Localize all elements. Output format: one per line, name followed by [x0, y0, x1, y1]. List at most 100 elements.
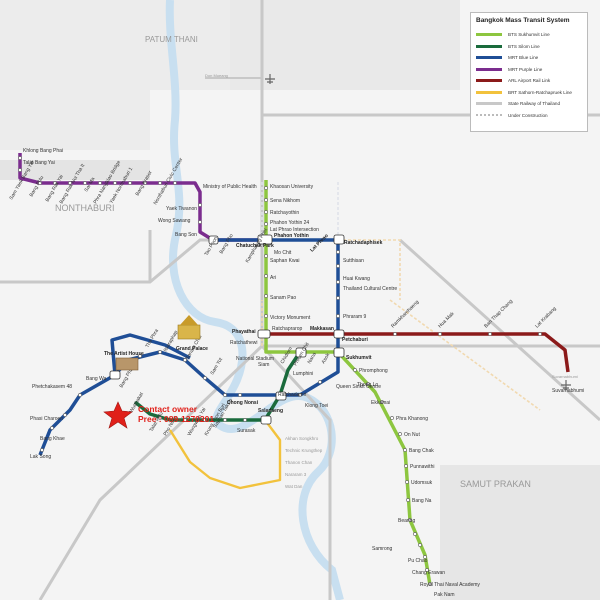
legend-label: MRT Purple Line [508, 66, 543, 72]
legend-label: ARL Airport Rail Link [508, 78, 551, 84]
samut-prakan-area [440, 465, 600, 600]
station-label: Sanam Pao [270, 295, 296, 301]
landmark-label: Grand Palace [176, 346, 208, 352]
legend-swatch [476, 90, 502, 94]
station-label: Bearing [398, 518, 415, 524]
legend-item: BRT Sathorn-Ratchapruek Line [476, 87, 582, 99]
legend-item: BTS Silom Line [476, 41, 582, 53]
landmark-label: The Artist House [104, 351, 144, 357]
station-label: Petchaburi [342, 337, 368, 343]
region-samut-prakan: SAMUT PRAKAN [460, 479, 531, 489]
station-label: Saphan Kwai [270, 258, 299, 264]
legend-label: Under Construction [508, 112, 548, 118]
airport-icon [561, 380, 571, 390]
star-marker [103, 401, 133, 429]
station-label: Technic Krungthep [285, 448, 323, 453]
brt-stations: Akhan Songkhro Technic Krungthep Thanon … [258, 408, 323, 489]
patum-thani-area [230, 0, 460, 90]
legend-swatch [476, 33, 502, 37]
station-label: Surasak [237, 428, 256, 434]
station-label: Lak Song [30, 454, 51, 460]
station-label: Klong Toei [305, 403, 328, 409]
station-label: Pak Nam [434, 592, 455, 598]
station-label: Sathorn [258, 408, 272, 413]
contact-owner-label: Contact owner [138, 404, 198, 414]
chao-phraya-river [165, 0, 344, 600]
station-label: Ratchaprarop [272, 326, 303, 332]
contact-phone-label: Pree : 089-1270201 [138, 414, 214, 424]
station-label: Royal Thai Naval Academy [420, 582, 480, 588]
planned-lines [261, 180, 339, 240]
station-label: Siam [258, 362, 269, 368]
station-label: Sutthisan [343, 258, 364, 264]
legend-label: State Railway of Thailand [508, 101, 561, 107]
legend-swatch [476, 79, 502, 83]
airport-label-suvarnabhumi: Suvarnabhumi [552, 374, 578, 379]
station-label: Pu Chao [408, 558, 428, 564]
station-label: Samrong [372, 546, 393, 552]
station-label: Wat Dan [285, 484, 303, 489]
station-label: Huai Kwang [343, 276, 370, 282]
station-label: Thanon Chan [285, 460, 313, 465]
station-label: Udomsuk [411, 480, 433, 486]
legend-swatch [476, 67, 502, 71]
station-label: Yaek Tiwanon [166, 206, 197, 212]
legend-title: Bangkok Mass Transit System [476, 17, 570, 24]
legend-label: BTS Silom Line [508, 43, 540, 49]
station-label: Wong Sawang [158, 218, 191, 224]
airport-label-don-mueang: Don Mueang [205, 73, 228, 78]
bts-silom-line [133, 351, 302, 422]
legend-label: MRT Blue Line [508, 55, 539, 61]
station-label: Talat Bang Yai [23, 160, 55, 166]
brt-line [168, 419, 282, 490]
station-label: Chatuchak Park [236, 243, 274, 249]
station-label: Bang Wa [86, 376, 107, 382]
blue-east-stations: Ratchadaphisek Sutthisan Huai Kwang Thai… [272, 240, 397, 361]
station-label: Chong Nonsi [227, 400, 259, 406]
station-label: Akhan Songkhro [285, 436, 319, 441]
station-label: Ministry of Public Health [203, 184, 257, 190]
legend-item: BTS Sukhumvit Line [476, 29, 582, 41]
station-label: National Stadium [236, 356, 274, 362]
map-legend: Bangkok Mass Transit System BTS Sukhumvi… [470, 12, 588, 132]
station-label: Bang Son [175, 232, 197, 238]
sukhumvit-north-stations: Khaosan University Sena Nikhom Ratchayot… [230, 184, 332, 368]
station-label: Ari [270, 275, 276, 281]
station-label: Chang Erawan [412, 570, 445, 576]
station-label: Ratchathewi [230, 340, 258, 346]
station-label: Sena Nikhom [270, 198, 300, 204]
nonthaburi-band [0, 160, 150, 180]
region-nonthaburi: NONTHABURI [55, 203, 115, 213]
station-label: On Nut [404, 432, 420, 438]
region-patum-thani: PATUM THANI [145, 35, 198, 44]
station-label: Saladaeng [258, 408, 283, 414]
artist-house-landmark: The Artist House [104, 351, 144, 371]
station-label: Phromphong [359, 368, 388, 374]
station-label: Queen Sirikit Centre [336, 384, 381, 390]
interchanges [109, 234, 345, 425]
station-label: Bang Khae [40, 436, 65, 442]
station-label: Phahon Yothin [274, 233, 309, 239]
station-label: Bang Chak [409, 448, 434, 454]
station-label: Ratchayothin [270, 210, 299, 216]
legend-swatch [476, 44, 502, 48]
station-dots [18, 156, 542, 586]
legend-item: Under Construction [476, 110, 582, 122]
station-label: Phraram 9 [343, 314, 367, 320]
station-label: Suvarnabhumi [552, 388, 584, 394]
station-label: Asok [321, 352, 332, 365]
station-label: Khlong Bang Phai [23, 148, 63, 154]
legend-swatch [476, 56, 502, 60]
legend-item: MRT Purple Line [476, 64, 582, 76]
station-label: Khaosan University [270, 184, 314, 190]
mrt-blue-line-extension [110, 333, 191, 376]
station-label: Ratchadaphisek [344, 240, 383, 246]
station-label: Sukhumvit [346, 355, 372, 361]
legend-item: ARL Airport Rail Link [476, 75, 582, 87]
station-label: Mo Chit [274, 250, 292, 256]
station-label: Phahon Yothin 24 [270, 220, 309, 226]
airport-icons [265, 74, 571, 390]
legend-label: BRT Sathorn-Ratchapruek Line [508, 89, 572, 95]
